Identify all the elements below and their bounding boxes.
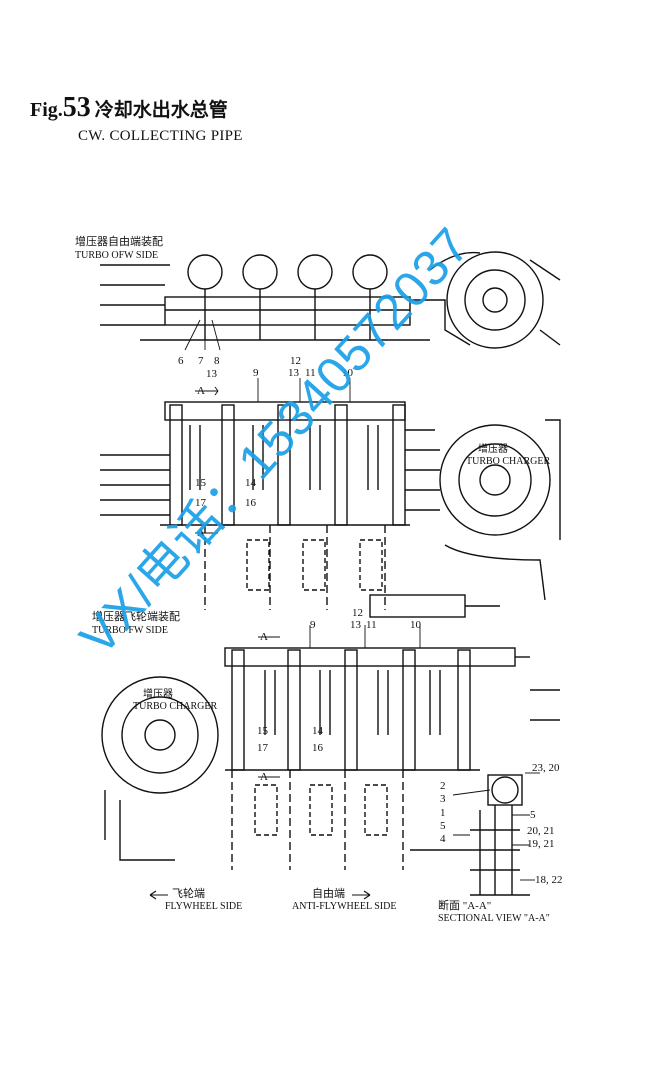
callout-3-sec: 3	[440, 793, 446, 805]
turbo-ofw-label-en: TURBO OFW SIDE	[75, 250, 159, 261]
figure-prefix: Fig.	[30, 99, 63, 121]
callout-15-low: 15	[257, 725, 268, 737]
turbo-fw-label-cn: 增压器飞轮端装配	[92, 611, 180, 623]
callout-7: 7	[198, 355, 204, 367]
callout-4-sec: 4	[440, 833, 446, 845]
figure-number: 53	[62, 92, 91, 123]
callout-10-low: 10	[410, 619, 421, 631]
section-label-cn: 断面 "A-A"	[438, 900, 492, 912]
callout-13-mid: 13	[288, 367, 299, 379]
callout-11-mid: 11	[305, 367, 316, 379]
sectional-view-aa	[410, 689, 560, 896]
callout-17-mid: 17	[195, 497, 206, 509]
callout-13-low: 13	[350, 619, 361, 631]
callout-12-mid: 12	[290, 355, 301, 367]
turbo-ofw-label-cn: 增压器自由端装配	[75, 236, 163, 248]
callout-14-low: 14	[312, 725, 323, 737]
turbo-charger-cn-lower: 增压器	[143, 689, 173, 700]
callout-16-low: 16	[312, 742, 323, 754]
section-mark-a-2: A	[197, 527, 205, 539]
callout-1-sec: 1	[440, 807, 446, 819]
callout-2-sec: 2	[440, 780, 446, 792]
figure-subtitle: CW. COLLECTING PIPE	[78, 128, 243, 144]
callout-16-mid: 16	[245, 497, 256, 509]
callout-17-low: 17	[257, 742, 268, 754]
section-label-en: SECTIONAL VIEW "A-A"	[438, 913, 550, 924]
callout-11-low: 11	[366, 619, 377, 631]
callout-5-sec-right: 5	[530, 809, 536, 821]
callout-6: 6	[178, 355, 184, 367]
turbo-charger-en-lower: TURBO CHARGER	[133, 701, 218, 712]
section-mark-a-3: A	[260, 631, 268, 643]
callout-10-mid: 10	[342, 367, 353, 379]
direction-arrows	[149, 890, 371, 900]
anti-flywheel-side-label-cn: 自由端	[312, 888, 345, 900]
callout-8: 8	[214, 355, 220, 367]
flywheel-side-label-en: FLYWHEEL SIDE	[165, 901, 243, 912]
callout-12-low: 12	[352, 607, 363, 619]
flywheel-side-label-cn: 飞轮端	[172, 888, 205, 900]
callout-19-21-sec: 19, 21	[527, 838, 555, 850]
middle-plan-view	[100, 401, 561, 618]
callout-9-mid: 9	[253, 367, 259, 379]
turbo-charger-cn-upper: 增压器	[478, 444, 508, 455]
section-mark-a-4: A	[260, 771, 268, 783]
callout-9-low: 9	[310, 619, 316, 631]
figure-title-cn: 冷却水出水总管	[94, 100, 228, 121]
callout-15-mid: 15	[195, 477, 206, 489]
callout-18-22-sec: 18, 22	[535, 874, 563, 886]
turbo-fw-label-en: TURBO FW SIDE	[92, 625, 168, 636]
callout-13-top: 13	[206, 368, 217, 380]
callout-23-20-sec: 23, 20	[532, 762, 560, 774]
turbo-charger-en-upper: TURBO CHARGER	[466, 456, 551, 467]
callout-5-sec-left: 5	[440, 820, 446, 832]
callout-14-mid: 14	[245, 477, 256, 489]
anti-flywheel-side-label-en: ANTI-FLYWHEEL SIDE	[292, 901, 397, 912]
section-mark-a-1: A	[197, 385, 205, 397]
lower-plan-view	[101, 647, 530, 870]
callout-20-21-sec: 20, 21	[527, 825, 555, 837]
